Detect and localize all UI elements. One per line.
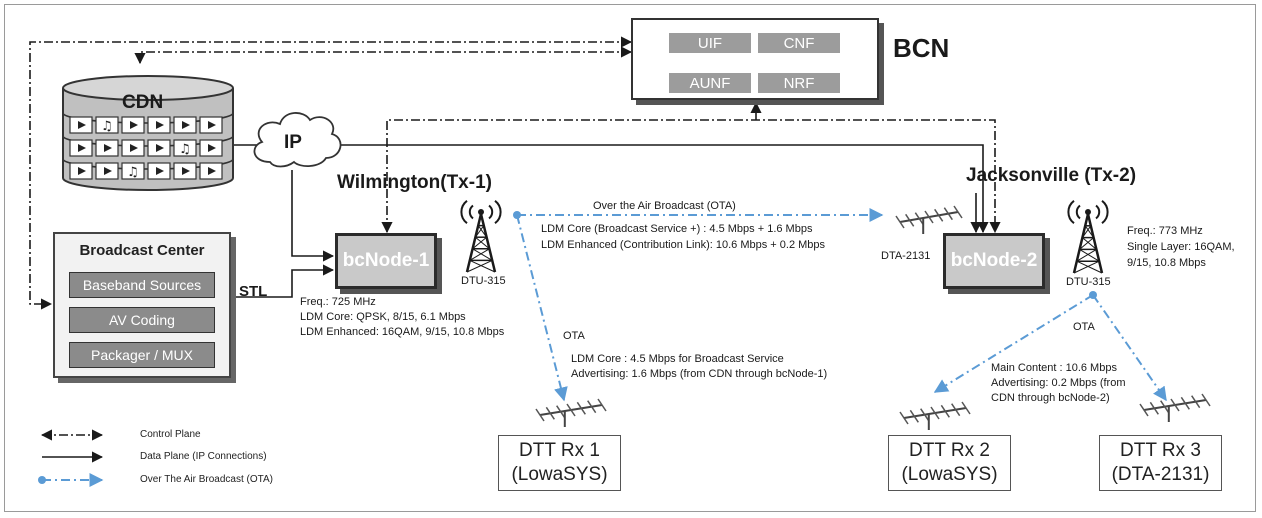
video-frame-icon bbox=[199, 139, 223, 157]
video-frame-icon bbox=[69, 139, 93, 157]
video-frame-icon bbox=[147, 116, 171, 134]
tx1-tower-icon bbox=[460, 200, 502, 273]
svg-text:♫: ♫ bbox=[127, 165, 139, 180]
rx1-core-info: LDM Core : 4.5 Mbps for Broadcast Servic… bbox=[571, 353, 784, 365]
cdn-database-icon: ♫ ♫ ♫ bbox=[62, 75, 234, 191]
rx1-ota-label: OTA bbox=[563, 330, 585, 342]
ota-link-enhanced: LDM Enhanced (Contribution Link): 10.6 M… bbox=[541, 239, 826, 251]
video-frame-icon bbox=[147, 139, 171, 157]
bcn-title: BCN bbox=[893, 33, 950, 63]
dtt-rx-2: DTT Rx 2 (LowaSYS) bbox=[888, 435, 1011, 491]
tx2-modcod: 9/15, 10.8 Mbps bbox=[1127, 257, 1206, 269]
bcn-function-aunf: AUNF bbox=[668, 72, 752, 94]
rx1-name: DTT Rx 1 bbox=[519, 440, 600, 461]
video-frame-icon bbox=[121, 116, 145, 134]
ota-source-dot-tx2 bbox=[1089, 291, 1097, 299]
video-frame-icon: ♫ bbox=[173, 139, 197, 157]
rx23-advertising: Advertising: 0.2 Mbps (from bbox=[991, 377, 1126, 389]
dtu2-label: DTU-315 bbox=[1066, 276, 1111, 288]
tx2-single-layer: Single Layer: 16QAM, bbox=[1127, 241, 1235, 253]
dtu1-label: DTU-315 bbox=[461, 275, 506, 287]
bcn-function-cnf: CNF bbox=[757, 32, 841, 54]
rx3-antenna-icon bbox=[1139, 393, 1211, 422]
ota-link-core: LDM Core (Broadcast Service +) : 4.5 Mbp… bbox=[541, 223, 813, 235]
bcn-function-nrf: NRF bbox=[757, 72, 841, 94]
tx2-tower-icon bbox=[1067, 200, 1109, 274]
tx1-freq: Freq.: 725 MHz bbox=[300, 296, 376, 308]
ota-links bbox=[516, 208, 1167, 402]
dta-antenna-icon bbox=[895, 205, 963, 234]
video-frame-icon bbox=[95, 162, 119, 180]
dtt-rx-3: DTT Rx 3 (DTA-2131) bbox=[1099, 435, 1222, 491]
bcn-function-uif: UIF bbox=[668, 32, 752, 54]
packager-mux: Packager / MUX bbox=[69, 342, 215, 368]
rx1-model: (LowaSYS) bbox=[511, 464, 608, 485]
baseband-sources: Baseband Sources bbox=[69, 272, 215, 298]
ip-label: IP bbox=[284, 132, 302, 153]
stl-label: STL bbox=[239, 283, 268, 300]
rx2-antenna-icon bbox=[899, 401, 971, 430]
video-frame-icon: ♫ bbox=[121, 162, 145, 180]
tx2-site-label: Jacksonville (Tx-2) bbox=[966, 165, 1137, 186]
legend-control-plane: Control Plane bbox=[140, 429, 201, 440]
video-frame-icon bbox=[199, 162, 223, 180]
bcnode-2: bcNode-2 bbox=[943, 233, 1045, 289]
control-plane-links bbox=[29, 36, 1001, 310]
av-coding: AV Coding bbox=[69, 307, 215, 333]
video-frame-icon bbox=[173, 162, 197, 180]
tx2-freq: Freq.: 773 MHz bbox=[1127, 225, 1203, 237]
svg-text:♫: ♫ bbox=[179, 142, 191, 157]
svg-text:♫: ♫ bbox=[101, 119, 113, 134]
dta-label: DTA-2131 bbox=[881, 250, 931, 262]
video-frame-icon bbox=[69, 162, 93, 180]
video-frame-icon bbox=[121, 139, 145, 157]
legend-symbols bbox=[38, 429, 104, 487]
video-frame-icon bbox=[147, 162, 171, 180]
ota-link-title: Over the Air Broadcast (OTA) bbox=[593, 200, 736, 212]
tx1-ldm-core: LDM Core: QPSK, 8/15, 6.1 Mbps bbox=[300, 311, 466, 323]
tx1-ldm-enhanced: LDM Enhanced: 16QAM, 9/15, 10.8 Mbps bbox=[300, 326, 505, 338]
rx23-ota-label: OTA bbox=[1073, 321, 1095, 333]
rx3-model: (DTA-2131) bbox=[1111, 464, 1210, 485]
diagram-frame bbox=[4, 4, 1256, 512]
dtt-rx-1: DTT Rx 1 (LowaSYS) bbox=[498, 435, 621, 491]
rx2-model: (LowaSYS) bbox=[901, 464, 998, 485]
tx1-site-label: Wilmington(Tx-1) bbox=[337, 172, 492, 193]
broadcast-center: Broadcast Center Baseband Sources AV Cod… bbox=[53, 232, 231, 378]
video-frame-icon bbox=[199, 116, 223, 134]
legend-ota: Over The Air Broadcast (OTA) bbox=[140, 474, 274, 485]
legend-data-plane: Data Plane (IP Connections) bbox=[140, 451, 267, 462]
rx23-main-content: Main Content : 10.6 Mbps bbox=[991, 362, 1117, 374]
rx2-name: DTT Rx 2 bbox=[909, 440, 990, 461]
video-frame-icon bbox=[69, 116, 93, 134]
bcn-box: UIF CNF AUNF NRF bbox=[631, 18, 879, 100]
cdn-label: CDN bbox=[122, 92, 164, 113]
rx3-name: DTT Rx 3 bbox=[1120, 440, 1201, 461]
bcnode-1: bcNode-1 bbox=[335, 233, 437, 289]
ip-cloud-icon bbox=[253, 112, 342, 168]
rx1-antenna-icon bbox=[535, 398, 607, 427]
rx1-advertising-info: Advertising: 1.6 Mbps (from CDN through … bbox=[571, 368, 828, 380]
ota-source-dot-tx1 bbox=[513, 211, 521, 219]
video-frame-icon bbox=[173, 116, 197, 134]
rx23-advertising-source: CDN through bcNode-2) bbox=[991, 392, 1110, 404]
broadcast-center-title: Broadcast Center bbox=[79, 242, 205, 259]
video-frame-icon: ♫ bbox=[95, 116, 119, 134]
video-frame-icon bbox=[95, 139, 119, 157]
